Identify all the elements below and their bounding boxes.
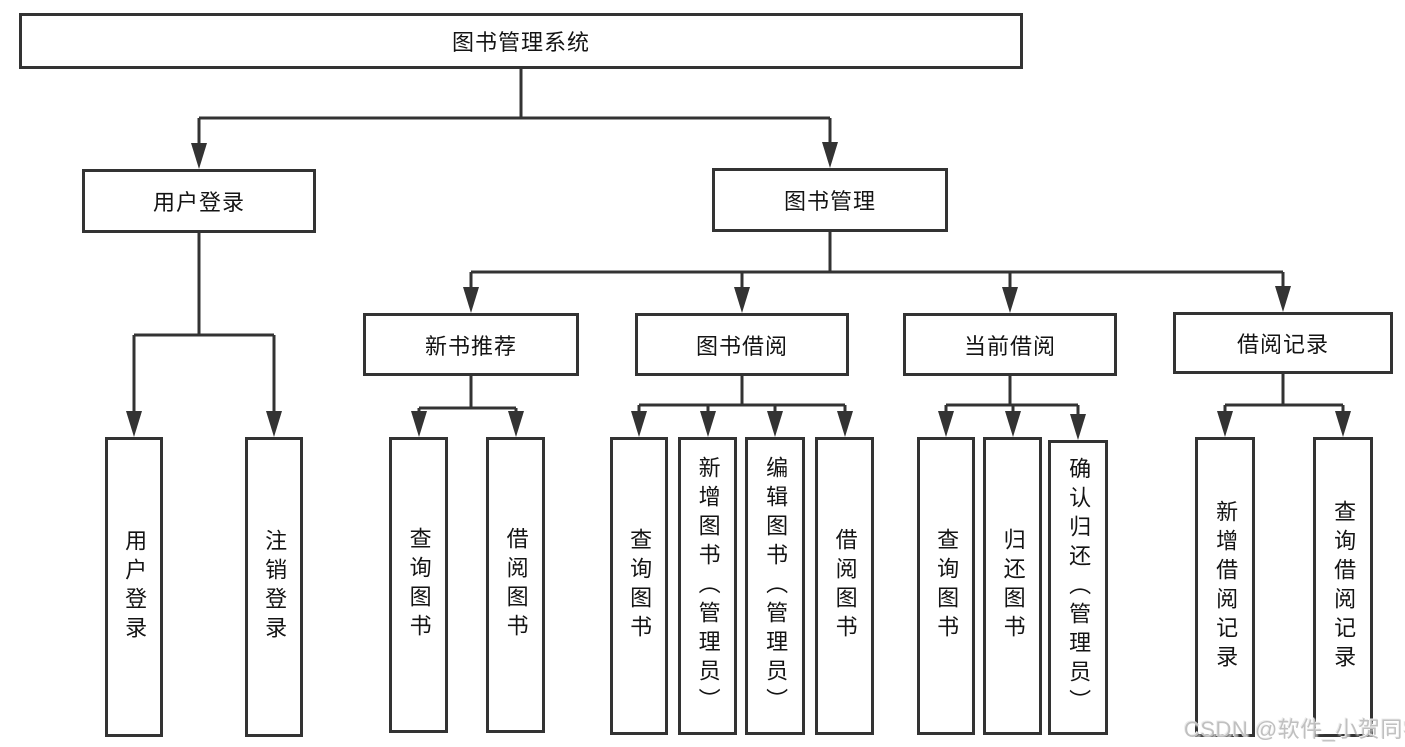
node-label: 借阅记录 — [1236, 332, 1329, 357]
arrowhead — [1005, 411, 1021, 437]
connector-root-to-branches — [197, 68, 832, 160]
arrowhead — [1275, 286, 1291, 312]
node-label: 借阅图书 — [503, 527, 529, 643]
node-label: 图书管理 — [783, 189, 876, 214]
node-current-borrowing: 当前借阅 — [903, 313, 1117, 376]
node-new-book-recommendation: 新书推荐 — [363, 313, 579, 376]
node-label: 新书推荐 — [424, 333, 517, 359]
node-label: 新增图书（管理员） — [695, 455, 721, 717]
leaf-logout: 注销登录 — [245, 437, 303, 737]
arrowhead — [700, 411, 716, 437]
node-book-borrowing: 图书借阅 — [635, 313, 849, 376]
leaf-bb-query-books: 查询图书 — [610, 437, 668, 735]
node-label: 注销登录 — [262, 529, 288, 645]
connector-newbookrec-to-leaves — [417, 376, 518, 430]
connector-currentborrow-to-leaves — [944, 376, 1080, 433]
node-label: 查询图书 — [406, 527, 432, 643]
csdn-watermark: CSDN @软件_小贺同学 — [1184, 717, 1405, 742]
node-borrowing-records: 借阅记录 — [1173, 312, 1393, 374]
leaf-cb-query-books: 查询图书 — [917, 437, 975, 735]
node-label: 查询借阅记录 — [1331, 500, 1357, 674]
arrowhead — [1217, 411, 1233, 437]
arrowhead — [411, 411, 427, 437]
leaf-br-add-record: 新增借阅记录 — [1195, 437, 1255, 737]
node-label: 确认归还（管理员） — [1066, 457, 1092, 718]
arrowhead — [822, 142, 838, 168]
leaf-rec-borrow-books: 借阅图书 — [486, 437, 545, 733]
arrowhead — [734, 287, 750, 313]
arrowhead — [508, 411, 524, 437]
leaf-rec-query-books: 查询图书 — [389, 437, 448, 733]
node-label: 图书借阅 — [695, 333, 788, 359]
arrowhead — [631, 411, 647, 437]
node-label: 借阅图书 — [832, 528, 858, 644]
arrowhead — [938, 411, 954, 437]
leaf-bb-edit-books-admin: 编辑图书（管理员） — [745, 437, 805, 735]
leaf-cb-return-books: 归还图书 — [983, 437, 1042, 735]
node-label: 用户登录 — [152, 190, 245, 215]
connector-bookmgmt-to-modules — [469, 232, 1285, 305]
node-label: 新增借阅记录 — [1213, 500, 1239, 674]
connector-borrowrecord-to-leaves — [1223, 374, 1345, 430]
connector-userlogin-to-leaves — [132, 233, 276, 430]
arrowhead — [1070, 414, 1086, 440]
node-label: 当前借阅 — [963, 333, 1056, 359]
arrowhead — [767, 411, 783, 437]
node-label: 图书管理系统 — [451, 30, 590, 55]
connector-lines — [132, 68, 1345, 433]
node-user-login-branch: 用户登录 — [82, 169, 316, 233]
arrowhead — [1335, 411, 1351, 437]
leaf-bb-borrow-books: 借阅图书 — [815, 437, 874, 735]
leaf-br-query-record: 查询借阅记录 — [1313, 437, 1373, 737]
connector-bookborrow-to-leaves — [637, 376, 847, 430]
arrowhead — [266, 411, 282, 437]
arrowhead — [126, 411, 142, 437]
arrowhead — [463, 287, 479, 313]
node-root-system: 图书管理系统 — [19, 13, 1023, 69]
node-book-management-branch: 图书管理 — [712, 168, 948, 232]
arrowhead — [1002, 287, 1018, 313]
leaf-cb-confirm-return-admin: 确认归还（管理员） — [1048, 440, 1108, 735]
node-label: 归还图书 — [1000, 528, 1026, 644]
arrowhead — [837, 411, 853, 437]
node-label: 用户登录 — [122, 529, 148, 645]
arrowhead — [191, 143, 207, 169]
node-label: 查询图书 — [627, 528, 653, 644]
leaf-bb-add-books-admin: 新增图书（管理员） — [678, 437, 737, 735]
node-label: 查询图书 — [934, 528, 960, 644]
node-label: 编辑图书（管理员） — [763, 455, 789, 717]
leaf-user-login: 用户登录 — [105, 437, 163, 737]
